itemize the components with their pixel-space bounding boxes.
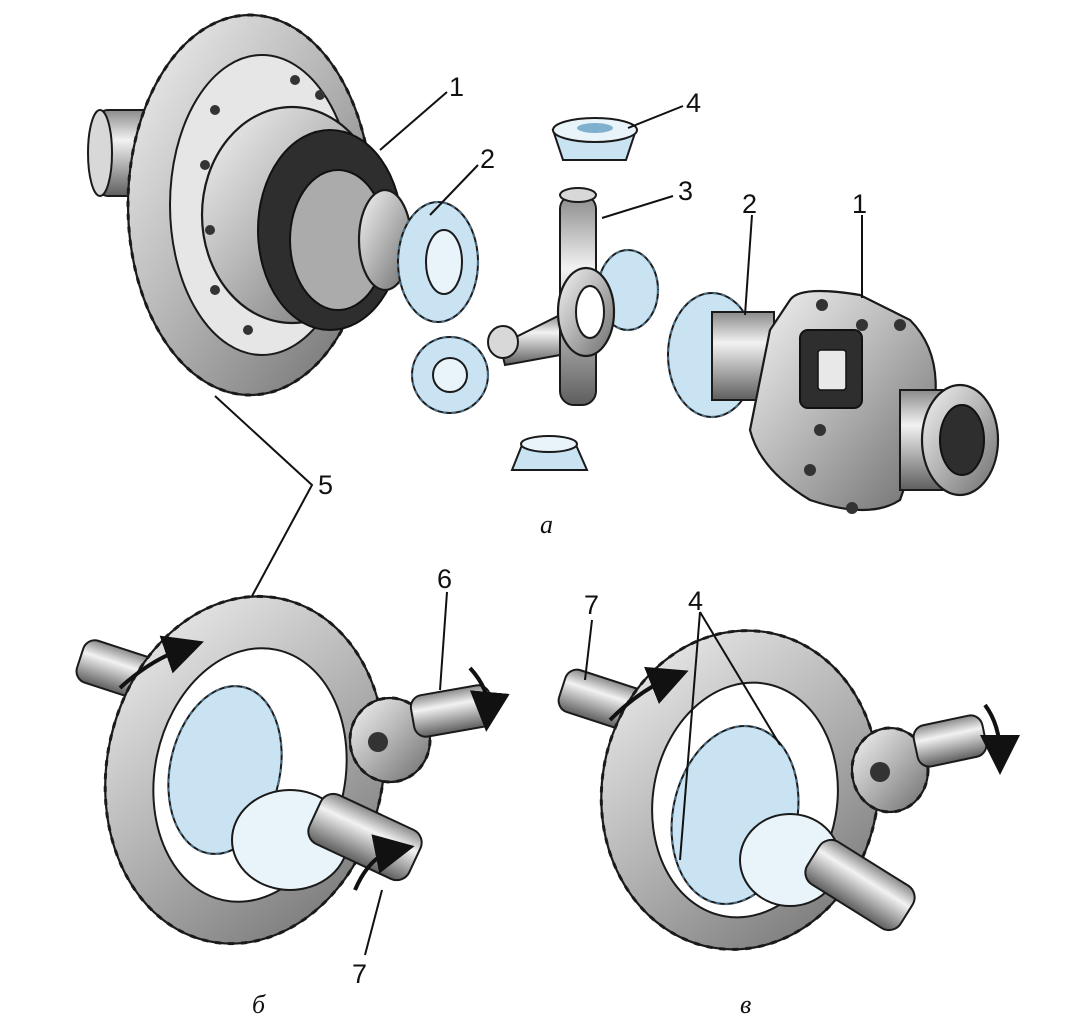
view-b-straight-motion: 6 7 б	[75, 564, 510, 1019]
leader-a-2-right	[744, 214, 753, 316]
leader-5	[214, 395, 314, 623]
label-a-2-right: 2	[742, 189, 757, 219]
rotation-arrow-b-left	[118, 635, 204, 690]
leader-a-3	[601, 195, 674, 219]
view-c-turning: 7 4 в	[557, 586, 1020, 1019]
pinion-gear-left	[410, 335, 490, 415]
leader-c-4-a	[679, 611, 701, 861]
label-a-1-right: 1	[852, 189, 867, 219]
leader-a-1-left	[379, 91, 448, 151]
label-a-1-left: 1	[449, 72, 464, 102]
view-a-exploded: 1 2 3 4 2 1 а	[87, 13, 1000, 539]
spider-cross	[487, 187, 616, 406]
caption-b: б	[252, 990, 266, 1019]
label-c-7: 7	[584, 590, 599, 620]
caption-c: в	[740, 990, 751, 1019]
rotation-arrow-c-left	[608, 666, 689, 722]
side-gear-left	[396, 200, 480, 324]
label-5-group: 5	[214, 395, 333, 623]
rotation-arrow-c-right	[979, 703, 1020, 775]
ring-gear-housing-assembly	[87, 13, 413, 397]
leader-b-7	[364, 889, 383, 956]
label-a-4: 4	[686, 88, 701, 118]
pinion-gear-top	[551, 117, 638, 161]
leader-b-6	[439, 591, 448, 691]
label-b-7: 7	[352, 959, 367, 989]
label-5: 5	[318, 470, 333, 500]
label-a-2-left: 2	[480, 144, 495, 174]
label-c-4: 4	[688, 586, 703, 616]
leader-a-4	[627, 105, 684, 129]
differential-case-right	[748, 289, 1000, 514]
pinion-gear-bottom	[510, 435, 589, 471]
leader-c-4-b	[699, 611, 781, 746]
rotation-arrow-b-bottom	[353, 834, 415, 891]
label-b-6: 6	[437, 564, 452, 594]
caption-a: а	[540, 510, 553, 539]
label-a-3: 3	[678, 176, 693, 206]
leader-a-2-left	[429, 164, 479, 216]
rotation-arrow-b-right	[468, 666, 510, 732]
leader-c-7	[584, 619, 593, 681]
